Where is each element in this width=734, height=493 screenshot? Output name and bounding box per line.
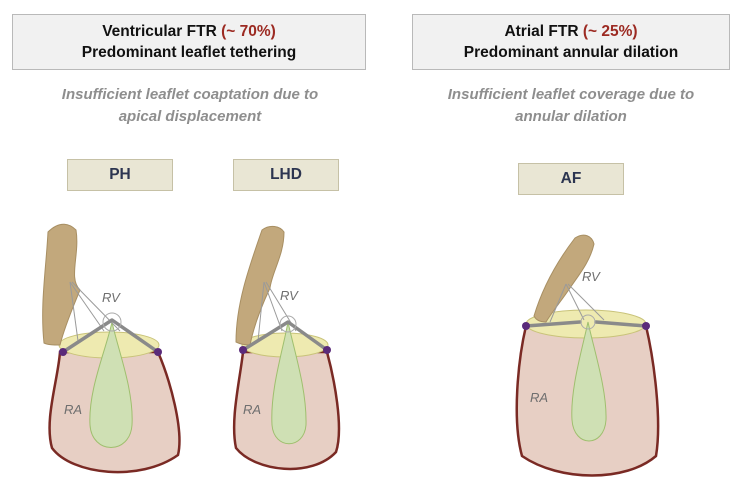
atrial-ftr-header: Atrial FTR (~ 25%) Predominant annular d…: [412, 14, 730, 70]
lhd-annulus-hinge-point: [323, 346, 331, 354]
ph-tag: PH: [67, 159, 173, 191]
atrial-ftr-title: Atrial FTR (~ 25%): [504, 23, 638, 40]
ph-tricuspid-leaflets: [62, 318, 159, 354]
af-rv-label: RV: [582, 269, 601, 284]
ventricular-ftr-subtitle: Predominant leaflet tethering: [81, 44, 297, 61]
af-tricuspid-leaflets: [524, 320, 648, 328]
atrial-ftr-caption: Insufficient leaflet coverage due to ann…: [447, 86, 695, 125]
ventricular-ftr-caption: Insufficient leaflet coaptation due to a…: [61, 86, 319, 125]
ph-ra-label: RA: [64, 402, 82, 417]
ph-annulus-hinge-point: [154, 348, 162, 356]
atrial-ftr-percentage: (~ 25%): [582, 23, 638, 40]
ventricular-ftr-header: Ventricular FTR (~ 70%) Predominant leaf…: [12, 14, 366, 70]
ventricular-ftr-title: Ventricular FTR (~ 70%): [102, 23, 276, 40]
af-regurgitant-jet: [571, 321, 607, 442]
lhd-coaptation-gap-marker: [279, 315, 297, 333]
af-annulus-hinge-point: [642, 322, 650, 330]
af-tag: AF: [518, 163, 624, 195]
lhd-annulus-hinge-point: [239, 346, 247, 354]
lhd-tricuspid-leaflets: [242, 320, 329, 352]
lhd-regurgitant-jet: [271, 321, 307, 445]
ph-rv-label: RV: [102, 290, 121, 305]
lhd-heart-diagram: RV RA: [232, 225, 341, 471]
ventricular-ftr-percentage: (~ 70%): [221, 23, 276, 40]
af-coaptation-gap-marker: [580, 314, 596, 330]
lhd-ra-label: RA: [243, 402, 261, 417]
lhd-tag: LHD: [233, 159, 339, 191]
ph-chordae-tendineae: [69, 281, 121, 342]
af-annulus-hinge-point: [522, 322, 530, 330]
ph-heart-diagram: RV RA: [42, 223, 181, 474]
ph-papillary-muscle: [42, 223, 81, 346]
ph-annulus-hinge-point: [59, 348, 67, 356]
lhd-rv-label: RV: [280, 288, 299, 303]
af-ra-label: RA: [530, 390, 548, 405]
ph-coaptation-gap-marker: [102, 312, 122, 332]
ph-regurgitant-jet: [89, 321, 133, 448]
af-chordae-tendineae: [549, 283, 605, 323]
af-heart-diagram: RV RA: [515, 234, 660, 477]
lhd-papillary-muscle: [235, 225, 285, 346]
atrial-ftr-subtitle: Predominant annular dilation: [463, 44, 679, 61]
af-papillary-muscle: [533, 234, 595, 323]
